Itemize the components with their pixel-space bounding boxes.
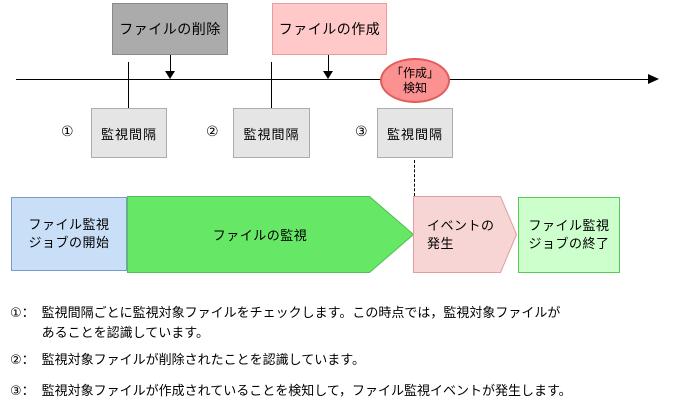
delete-arrow-stem [170, 55, 171, 72]
event-arrow-shape [413, 196, 518, 273]
monitor-arrow-label-wrap: ファイルの監視 [135, 196, 385, 273]
detect-bubble: 「作成」 検知 [380, 58, 450, 103]
job-end-label: ファイル監視 ジョブの終了 [528, 218, 610, 251]
note-3-text: 監視対象ファイルが作成されていることを検知して，ファイル監視イベントが発生します… [41, 383, 572, 398]
interval-marker-3: ③ [355, 123, 368, 139]
interval-marker-1: ① [61, 123, 74, 139]
interval-marker-2: ② [206, 123, 219, 139]
detect-bubble-label: 「作成」 検知 [390, 65, 439, 95]
file-create-box: ファイルの作成 [272, 3, 387, 55]
timeline-right-arrowhead-icon [648, 74, 659, 84]
monitor-arrow-label: ファイルの監視 [212, 228, 308, 243]
note-2-marker: ②： [10, 352, 35, 367]
note-3: ③： 監視対象ファイルが作成されていることを検知して，ファイル監視イベントが発生… [10, 381, 675, 401]
timeline-axis [16, 79, 652, 80]
interval-box-2: 監視間隔 [233, 108, 310, 158]
note-1: ①： 監視間隔ごとに監視対象ファイルをチェックします。この時点では，監視対象ファ… [10, 303, 675, 343]
interval-box-1-label: 監視間隔 [100, 126, 157, 142]
job-start-box: ファイル監視 ジョブの開始 [11, 197, 127, 271]
file-delete-box: ファイルの削除 [112, 3, 228, 55]
interval-box-3: 監視間隔 [377, 108, 453, 158]
file-create-label: ファイルの作成 [278, 21, 381, 37]
note-1-text: 監視間隔ごとに監視対象ファイルをチェックします。この時点では，監視対象ファイルが… [41, 305, 561, 340]
tick-mark-2 [271, 62, 272, 108]
note-2: ②： 監視対象ファイルが削除されたことを認識しています。 [10, 350, 675, 370]
create-down-arrowhead-icon [323, 71, 333, 79]
dashed-connector [414, 160, 415, 196]
note-3-marker: ③： [10, 383, 35, 398]
monitor-arrow-shape [127, 196, 415, 273]
tick-mark-1 [128, 62, 129, 108]
event-label: イベントの 発生 [427, 217, 495, 251]
note-2-text: 監視対象ファイルが削除されたことを認識しています。 [41, 352, 365, 367]
interval-box-3-label: 監視間隔 [386, 126, 443, 142]
interval-box-2-label: 監視間隔 [243, 126, 300, 142]
event-label-wrap: イベントの 発生 [427, 196, 507, 273]
delete-down-arrowhead-icon [165, 71, 175, 79]
file-delete-label: ファイルの削除 [119, 21, 221, 37]
note-1-marker: ①： [10, 305, 35, 320]
job-end-box: ファイル監視 ジョブの終了 [518, 197, 620, 273]
job-start-label: ファイル監視 ジョブの開始 [28, 217, 110, 250]
interval-box-1: 監視間隔 [91, 108, 167, 158]
create-arrow-stem [328, 55, 329, 72]
